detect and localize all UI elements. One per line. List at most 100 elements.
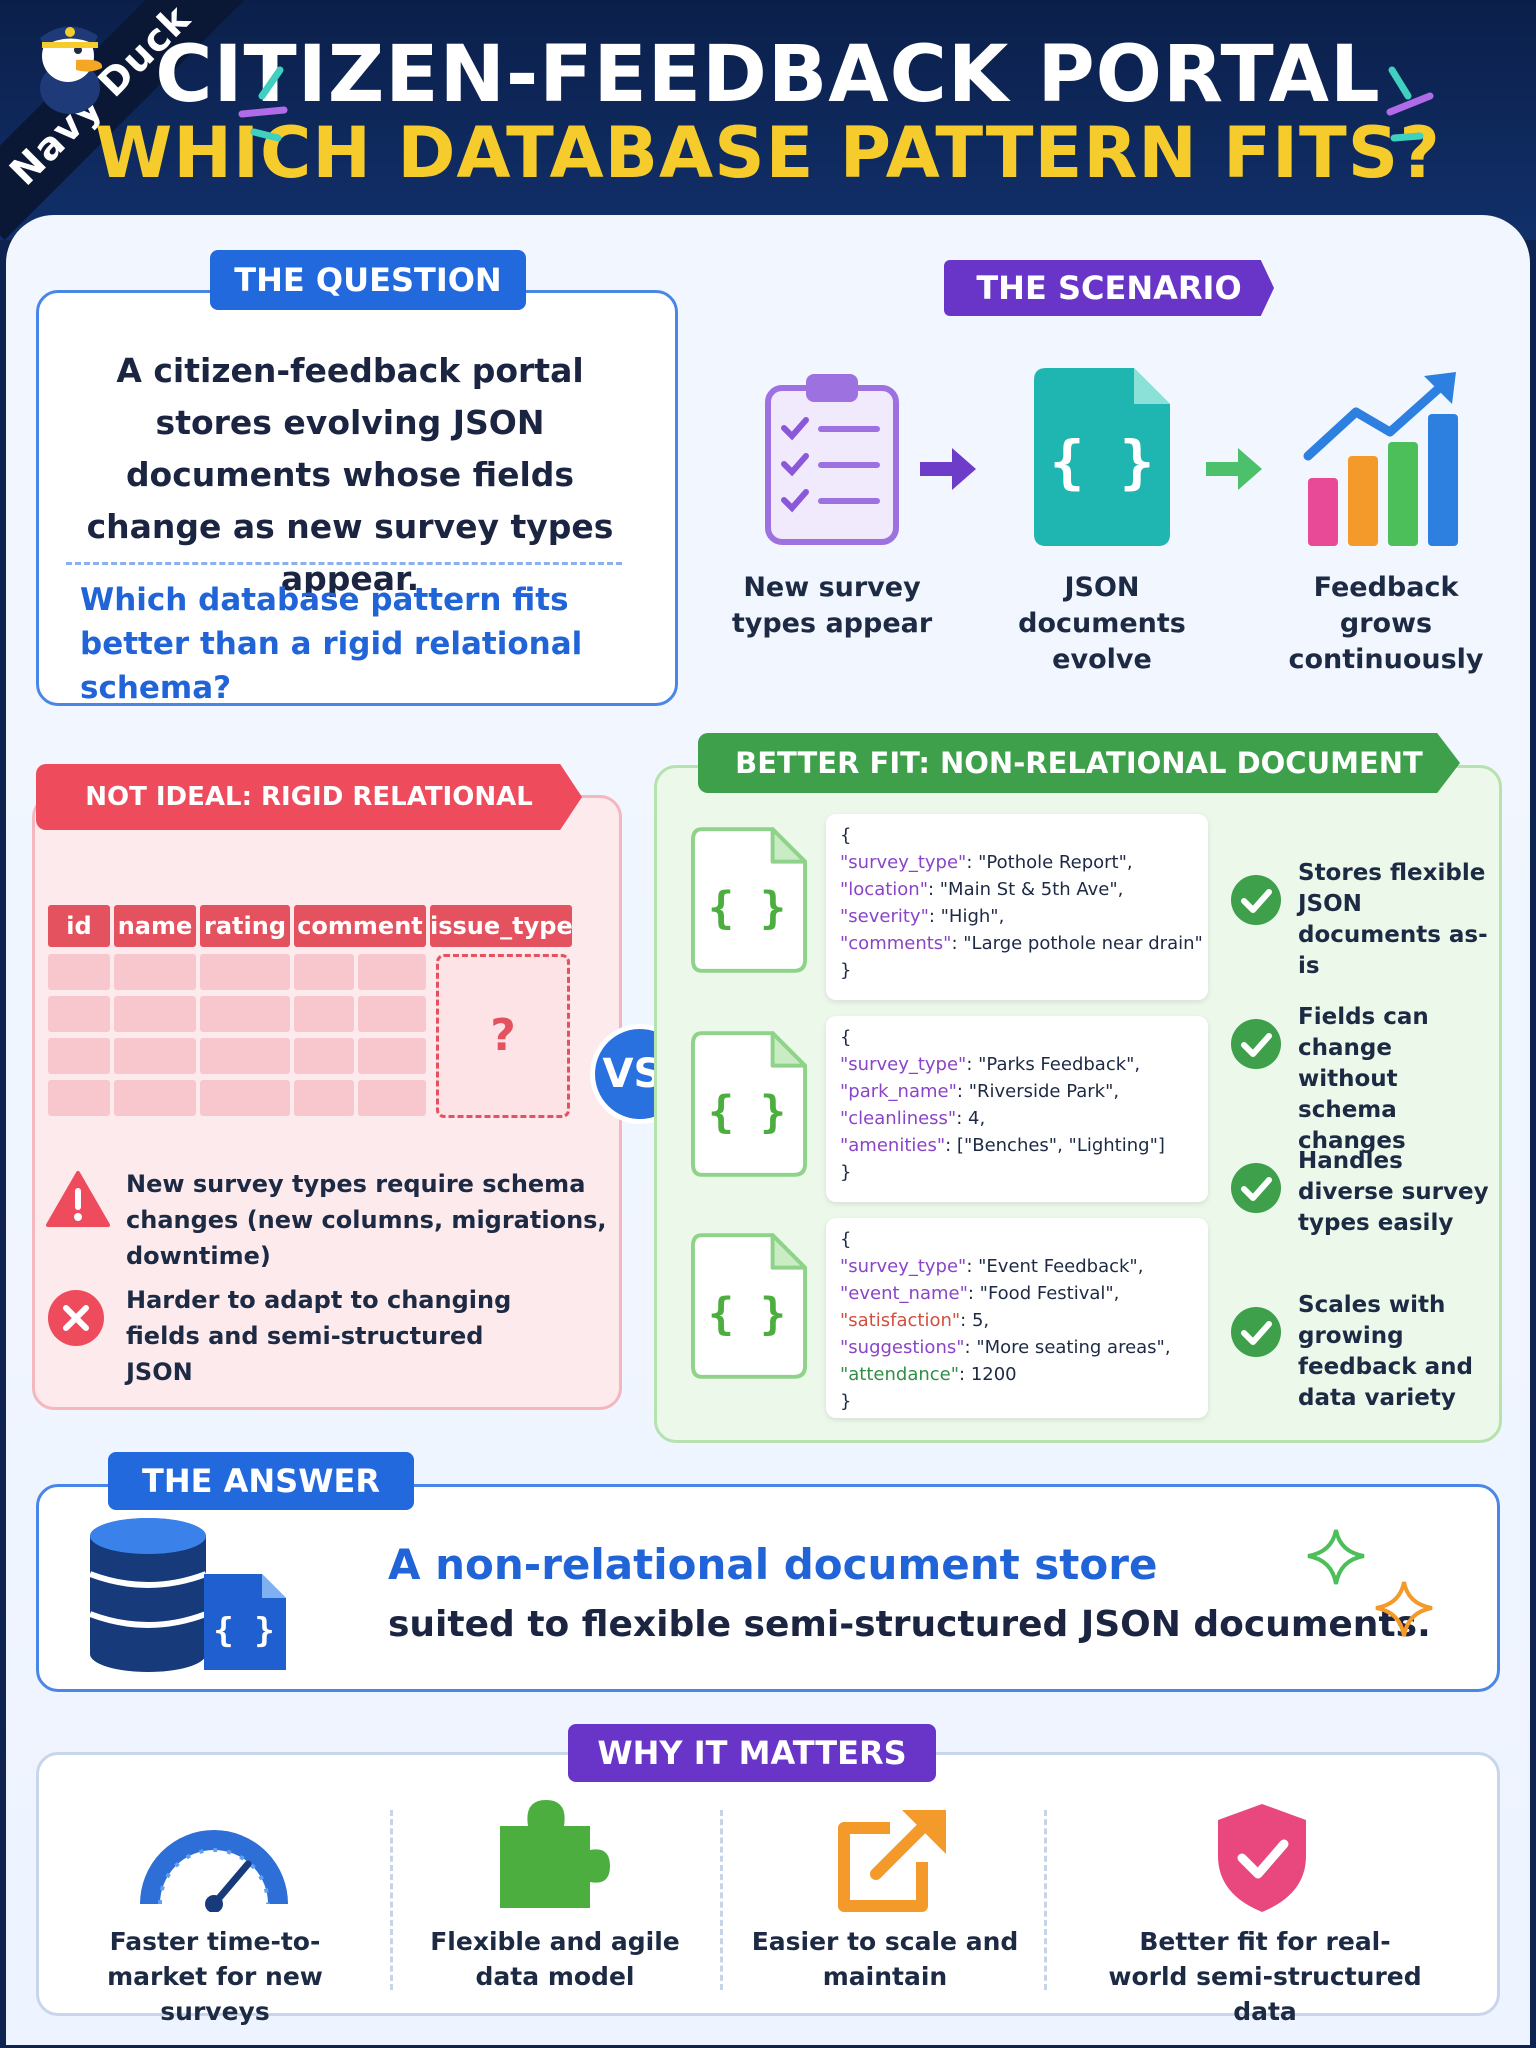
arrow-right-icon	[920, 448, 976, 490]
json-field-line: "cleanliness": 4,	[840, 1105, 1194, 1132]
json-field-line: "park_name": "Riverside Park",	[840, 1078, 1194, 1105]
issue-text-2: Harder to adapt to changing fields and s…	[126, 1286, 512, 1386]
json-key: "amenities"	[840, 1135, 946, 1156]
json-file-icon: { }	[690, 1233, 808, 1379]
json-colon: :	[966, 1054, 979, 1075]
json-key: "survey_type"	[840, 852, 967, 873]
question-text: A citizen-feedback portal stores evolvin…	[86, 351, 614, 598]
warning-icon	[46, 1171, 110, 1227]
table-cell	[294, 996, 354, 1032]
json-value: "Riverside Park",	[968, 1081, 1120, 1102]
json-colon: :	[966, 852, 979, 873]
json-value: "More seating areas",	[976, 1337, 1171, 1358]
answer-box	[36, 1484, 1500, 1692]
json-brace: }	[840, 1391, 852, 1412]
puzzle-piece-icon	[500, 1800, 610, 1908]
json-key: "event_name"	[840, 1283, 968, 1304]
json-field-line: "comments": "Large pothole near drain"	[840, 930, 1203, 957]
scenario-step-label-3: Feedback grows continuously	[1288, 572, 1484, 675]
why-label-2: Flexible and agile data model	[430, 1927, 680, 1991]
answer-detail: suited to flexible semi-structured JSON …	[388, 1604, 1431, 1645]
table-cell	[200, 954, 290, 990]
table-cell	[294, 954, 354, 990]
json-colon: :	[967, 1283, 980, 1304]
json-field-line: "attendance": 1200	[840, 1361, 1194, 1388]
table-cell	[114, 996, 196, 1032]
json-field-line: "severity": "High",	[840, 903, 1194, 930]
growth-chart-icon	[1303, 372, 1458, 546]
svg-text:{ }: { }	[1050, 428, 1155, 496]
json-file-icon: { }	[690, 1031, 808, 1177]
json-document-icon: { }	[1034, 368, 1170, 546]
sparkle-icon	[1307, 1529, 1433, 1637]
table-header-comment: comment	[294, 905, 426, 947]
page-subtitle: WHICH DATABASE PATTERN FITS?	[95, 112, 1441, 194]
unknown-column-cell: ?	[436, 954, 570, 1118]
question-prompt: Which database pattern fits better than …	[80, 582, 583, 706]
json-colon: :	[951, 933, 964, 954]
json-brace: }	[840, 960, 852, 981]
json-key: "location"	[840, 879, 928, 900]
json-brace: {	[840, 1027, 852, 1048]
table-cell	[200, 996, 290, 1032]
json-value: ["Benches", "Lighting"]	[956, 1135, 1165, 1156]
question-box	[36, 290, 678, 706]
answer-tag: THE ANSWER	[108, 1452, 414, 1510]
json-close-brace: }	[840, 1159, 1194, 1186]
table-cell	[48, 954, 110, 990]
json-value: "High",	[940, 906, 1005, 927]
table-cell	[48, 1080, 110, 1116]
table-cell	[294, 1080, 354, 1116]
json-colon: :	[956, 1108, 969, 1129]
json-value: "Food Festival",	[979, 1283, 1120, 1304]
table-cell	[114, 1080, 196, 1116]
json-colon: :	[945, 1135, 957, 1156]
json-value: 5,	[971, 1310, 990, 1331]
table-header-id: id	[48, 905, 110, 947]
json-key: "survey_type"	[840, 1054, 967, 1075]
check-circle-icon	[1231, 1307, 1281, 1357]
table-header-issue-type: issue_type	[430, 905, 573, 947]
json-field-line: "amenities": ["Benches", "Lighting"]	[840, 1132, 1194, 1159]
json-value: 4,	[968, 1108, 986, 1129]
better-fit-tag: BETTER FIT: NON-RELATIONAL DOCUMENT STOR…	[698, 733, 1460, 793]
check-circle-icon	[1231, 875, 1281, 925]
json-field-line: "survey_type": "Parks Feedback",	[840, 1051, 1194, 1078]
error-x-icon	[48, 1290, 104, 1346]
json-value: "Main St & 5th Ave",	[939, 879, 1124, 900]
json-colon: :	[956, 1081, 969, 1102]
json-value: "Pothole Report",	[978, 852, 1133, 873]
table-cell	[114, 954, 196, 990]
table-cell	[294, 1038, 354, 1074]
table-cell	[358, 1080, 426, 1116]
json-close-brace: }	[840, 1388, 1194, 1415]
json-value: "Event Feedback",	[978, 1256, 1144, 1277]
header-banner	[0, 0, 1536, 240]
scenario-step-label-2: JSON documents evolve	[1018, 572, 1186, 675]
table-cell	[200, 1038, 290, 1074]
json-field-line: "survey_type": "Pothole Report",	[840, 849, 1194, 876]
benefit-text-4: Scales with growing feedback and data va…	[1298, 1292, 1473, 1411]
json-key: "suggestions"	[840, 1337, 965, 1358]
benefit-text-3: Handles diverse survey types easily	[1298, 1148, 1489, 1236]
answer-headline: A non-relational document store	[388, 1540, 1158, 1589]
json-colon: :	[959, 1364, 971, 1385]
svg-text:{ }: { }	[708, 1088, 786, 1138]
scenario-tag: THE SCENARIO	[944, 260, 1274, 316]
json-close-brace: }	[840, 957, 1194, 984]
why-label-1: Faster time-to-market for new surveys	[107, 1927, 323, 2026]
json-key: "comments"	[840, 933, 952, 954]
why-tag: WHY IT MATTERS	[568, 1724, 936, 1782]
json-key: "satisfaction"	[840, 1310, 961, 1331]
json-key: "park_name"	[840, 1081, 957, 1102]
clipboard-checklist-icon	[765, 374, 899, 545]
why-label-3: Easier to scale and maintain	[751, 1927, 1019, 1991]
svg-text:{ }: { }	[708, 884, 786, 934]
arrow-right-icon-2	[1206, 448, 1262, 490]
duck-mascot-icon	[40, 26, 103, 114]
json-key: "survey_type"	[840, 1256, 967, 1277]
table-cell	[358, 996, 426, 1032]
json-colon: :	[966, 1256, 979, 1277]
json-document-2: {"survey_type": "Parks Feedback","park_n…	[826, 1016, 1208, 1202]
why-divider-1	[390, 1810, 393, 1990]
